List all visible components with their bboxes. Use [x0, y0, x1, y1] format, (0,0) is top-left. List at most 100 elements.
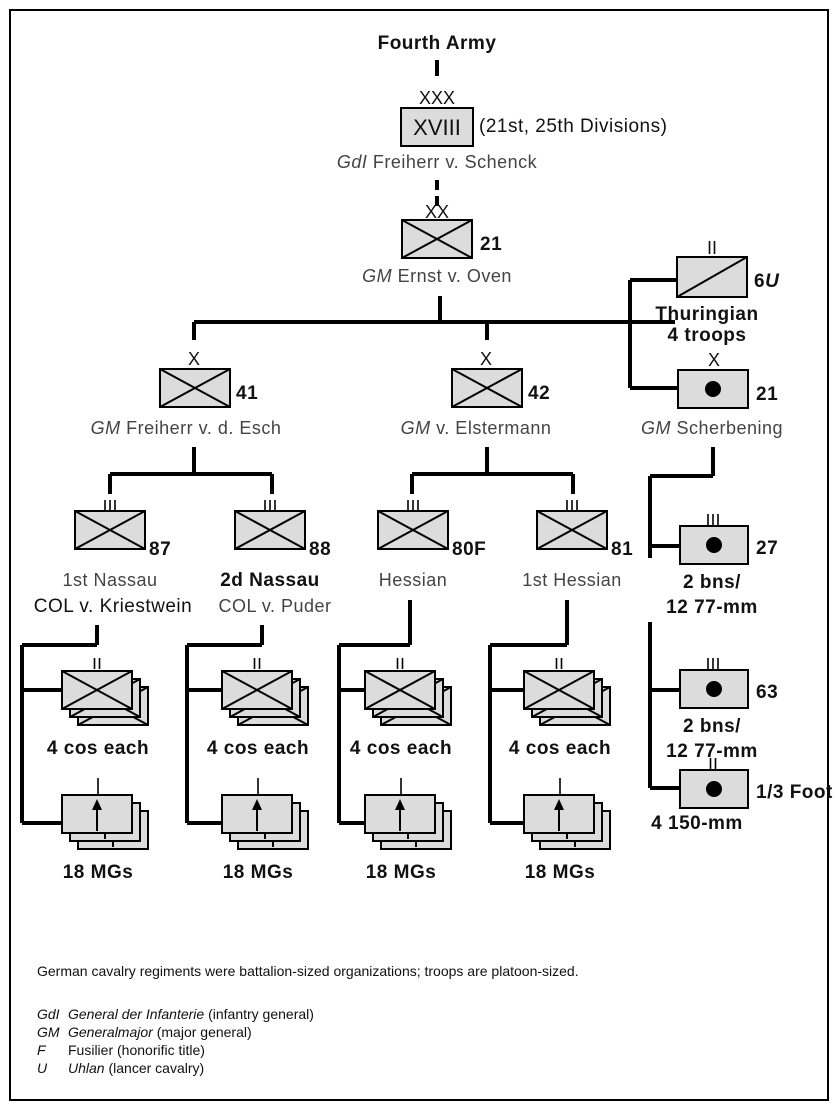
regiment-87-name: 1st Nassau [62, 570, 157, 590]
artillery-2-symbol [679, 669, 749, 709]
corps-symbol [400, 107, 474, 147]
regiment-80f-mgs: 18 MGs [366, 862, 437, 883]
division-commander-name: Ernst v. Oven [392, 266, 512, 286]
division-infantry-symbol [401, 219, 473, 259]
regiment-87-bn-echelon [93, 658, 101, 669]
art-brigade-commander: GM Scherbening [641, 418, 783, 438]
regiment-88-echelon [264, 500, 276, 511]
regiment-87-echelon [104, 500, 116, 511]
legend-item: F Fusilier (honorific title) [37, 1042, 205, 1058]
cavalry-name: Thuringian [655, 304, 758, 325]
legend-item: GdI General der Infanterie (infantry gene… [37, 1006, 314, 1022]
regiment-80f-mg-stack-1 [364, 794, 436, 834]
legend-item: GM Generalmajor (major general) [37, 1024, 252, 1040]
legend-definition: Fusilier (honorific title) [68, 1042, 205, 1058]
artillery-1: 272 bns/12 77-mm [666, 514, 778, 618]
brigade-42-number: 42 [528, 383, 550, 404]
artillery-1-symbol [679, 525, 749, 565]
regiment-80f-battalions: 4 cos each [350, 738, 452, 759]
brigade-42-echelon: X [480, 349, 492, 369]
cavalry-size: 4 troops [668, 325, 747, 346]
regiment-87-symbol [74, 510, 146, 550]
division-number: 21 [480, 234, 502, 255]
division-echelon: XX [425, 202, 449, 222]
legend-term: General der Infanterie [68, 1006, 204, 1022]
artillery-3: 1/3 Foot 4 150-mm [651, 758, 833, 834]
legend-abbr: GM [37, 1024, 60, 1040]
corps-commander: GdI Freiherr v. Schenck [337, 152, 538, 172]
regiment-88-battalions: 4 cos each [207, 738, 309, 759]
brigade-41-symbol [159, 368, 231, 408]
army-name: Fourth Army [378, 33, 497, 54]
legend-desc: Fusilier (honorific title) [68, 1042, 205, 1058]
artillery-2: 63 2 bns/12 77-mm [666, 658, 778, 762]
regiment-87-bn-stack-1 [61, 670, 133, 710]
artillery-3-symbol [679, 769, 749, 809]
cavalry-suffix: U [765, 271, 780, 292]
corps-id: XVIII [413, 115, 461, 140]
regiment-88-mg-stack-1 [221, 794, 293, 834]
cavalry-echelon: II [707, 238, 717, 258]
artillery-2-line2: 12 77-mm [666, 741, 758, 762]
artillery-2-number: 63 [756, 682, 778, 703]
regiment-81-battalions: 4 cos each [509, 738, 611, 759]
artillery-3-line1: 4 150-mm [651, 813, 743, 834]
regiment-81-number: 81 [611, 539, 633, 560]
legend-term: Uhlan [68, 1060, 105, 1076]
art-brigade-echelon: X [708, 350, 720, 370]
brigade-41-commander: GM Freiherr v. d. Esch [91, 418, 282, 438]
regiment-87-commander: COL v. Kriestwein [34, 596, 192, 617]
artillery-2-echelon [707, 658, 719, 669]
regiment-81-bn-echelon [555, 658, 563, 669]
regiment-81-name: 1st Hessian [522, 570, 622, 590]
regiment-88-commander: COL v. Puder [218, 596, 331, 616]
legend-definition: General der Infanterie (infantry general… [68, 1006, 314, 1022]
legend-desc: (lancer cavalry) [105, 1060, 205, 1076]
legend: GdI General der Infanterie (infantry gene… [37, 1006, 314, 1076]
corps-note: (21st, 25th Divisions) [479, 116, 667, 137]
legend-definition: Generalmajor (major general) [68, 1024, 252, 1040]
regiment-80f-bn-echelon [396, 658, 404, 669]
regiment-80f-name: Hessian [379, 570, 448, 590]
legend-abbr: GdI [37, 1006, 60, 1022]
regiment-88-number: 88 [309, 539, 331, 560]
regiment-87-battalions: 4 cos each [47, 738, 149, 759]
regiment-80f-number: 80F [452, 539, 486, 560]
brigade-41-commander-name: Freiherr v. d. Esch [121, 418, 282, 438]
division-commander: GM Ernst v. Oven [362, 266, 512, 286]
regiment-81-bn-stack-1 [523, 670, 595, 710]
artillery-1-line1: 2 bns/ [683, 572, 741, 593]
brigade-42-commander: GM v. Elstermann [401, 418, 552, 438]
regiment-87-mgs: 18 MGs [63, 862, 134, 883]
legend-definition: Uhlan (lancer cavalry) [68, 1060, 204, 1076]
regiment-80f-symbol [377, 510, 449, 550]
cavalry-number-value: 6 [754, 271, 765, 292]
artillery-1-echelon [707, 514, 719, 525]
corps-rank: GdI [337, 152, 368, 172]
cavalry-number: 6U [754, 271, 780, 292]
corps-echelon: XXX [419, 88, 455, 108]
brigade-41-echelon: X [188, 349, 200, 369]
legend-term: Generalmajor [68, 1024, 154, 1040]
regiment-88-symbol [234, 510, 306, 550]
artillery-2-line1: 2 bns/ [683, 716, 741, 737]
regiment-88-mgs: 18 MGs [223, 862, 294, 883]
regiment-87-number: 87 [149, 539, 171, 560]
legend-desc: (infantry general) [204, 1006, 314, 1022]
cavalry-symbol [676, 256, 748, 298]
regiment-81-mg-stack-1 [523, 794, 595, 834]
artillery-3-number: 1/3 Foot [756, 782, 833, 803]
regiment-81-echelon [566, 500, 578, 511]
regiment-87-mg-stack-1 [61, 794, 133, 834]
brigade-42-rank: GM [401, 418, 431, 438]
regiment-88-bn-stack-1 [221, 670, 293, 710]
corps-commander-name: Freiherr v. Schenck [367, 152, 537, 172]
regiment-80f-echelon [407, 500, 419, 511]
notes-main: German cavalry regiments were battalion-… [37, 963, 579, 979]
legend-abbr: F [37, 1042, 47, 1058]
